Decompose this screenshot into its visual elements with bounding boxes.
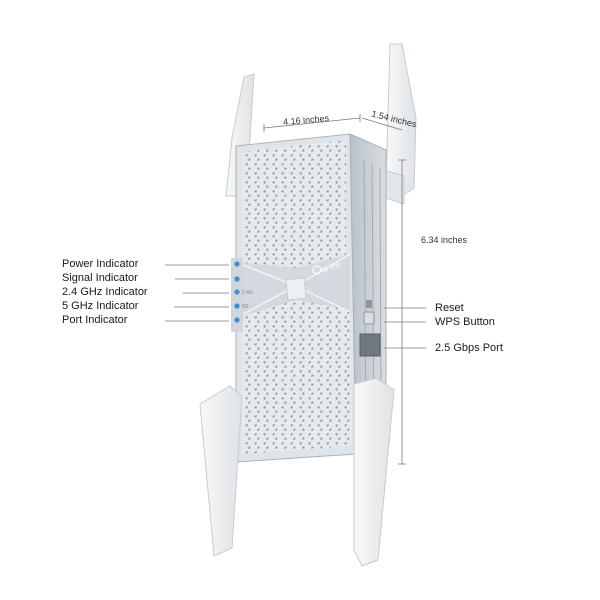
ghz5-indicator-label: 5 GHz Indicator: [62, 300, 138, 312]
ethernet-port: [360, 334, 380, 356]
power-led: [234, 261, 239, 266]
ghz24-led: [234, 289, 239, 294]
ghz24-indicator-label: 2.4 GHz Indicator: [62, 286, 148, 298]
wps-button-label: WPS Button: [435, 316, 495, 328]
ghz5-led: [234, 303, 239, 308]
reset-hole: [366, 300, 372, 308]
antenna-bottom-right: [354, 378, 394, 566]
wps-button: [364, 312, 374, 324]
leader-lines-left: [165, 265, 229, 321]
port-led: [234, 317, 239, 322]
height-dimension-label: 6.34 inches: [421, 235, 467, 245]
signal-indicator-label: Signal Indicator: [62, 272, 138, 284]
device-front: [231, 134, 356, 462]
reset-label: Reset: [435, 302, 464, 314]
led-mark-5g: 5G: [242, 304, 249, 310]
led-mark-24g: 2.4G: [242, 290, 253, 296]
signal-led: [234, 276, 239, 281]
power-indicator-label: Power Indicator: [62, 258, 138, 270]
port-speed-label: 2.5 Gbps Port: [435, 342, 503, 354]
leader-lines-right: [384, 308, 426, 348]
port-indicator-label: Port Indicator: [62, 314, 127, 326]
antenna-bottom-left: [200, 386, 242, 556]
